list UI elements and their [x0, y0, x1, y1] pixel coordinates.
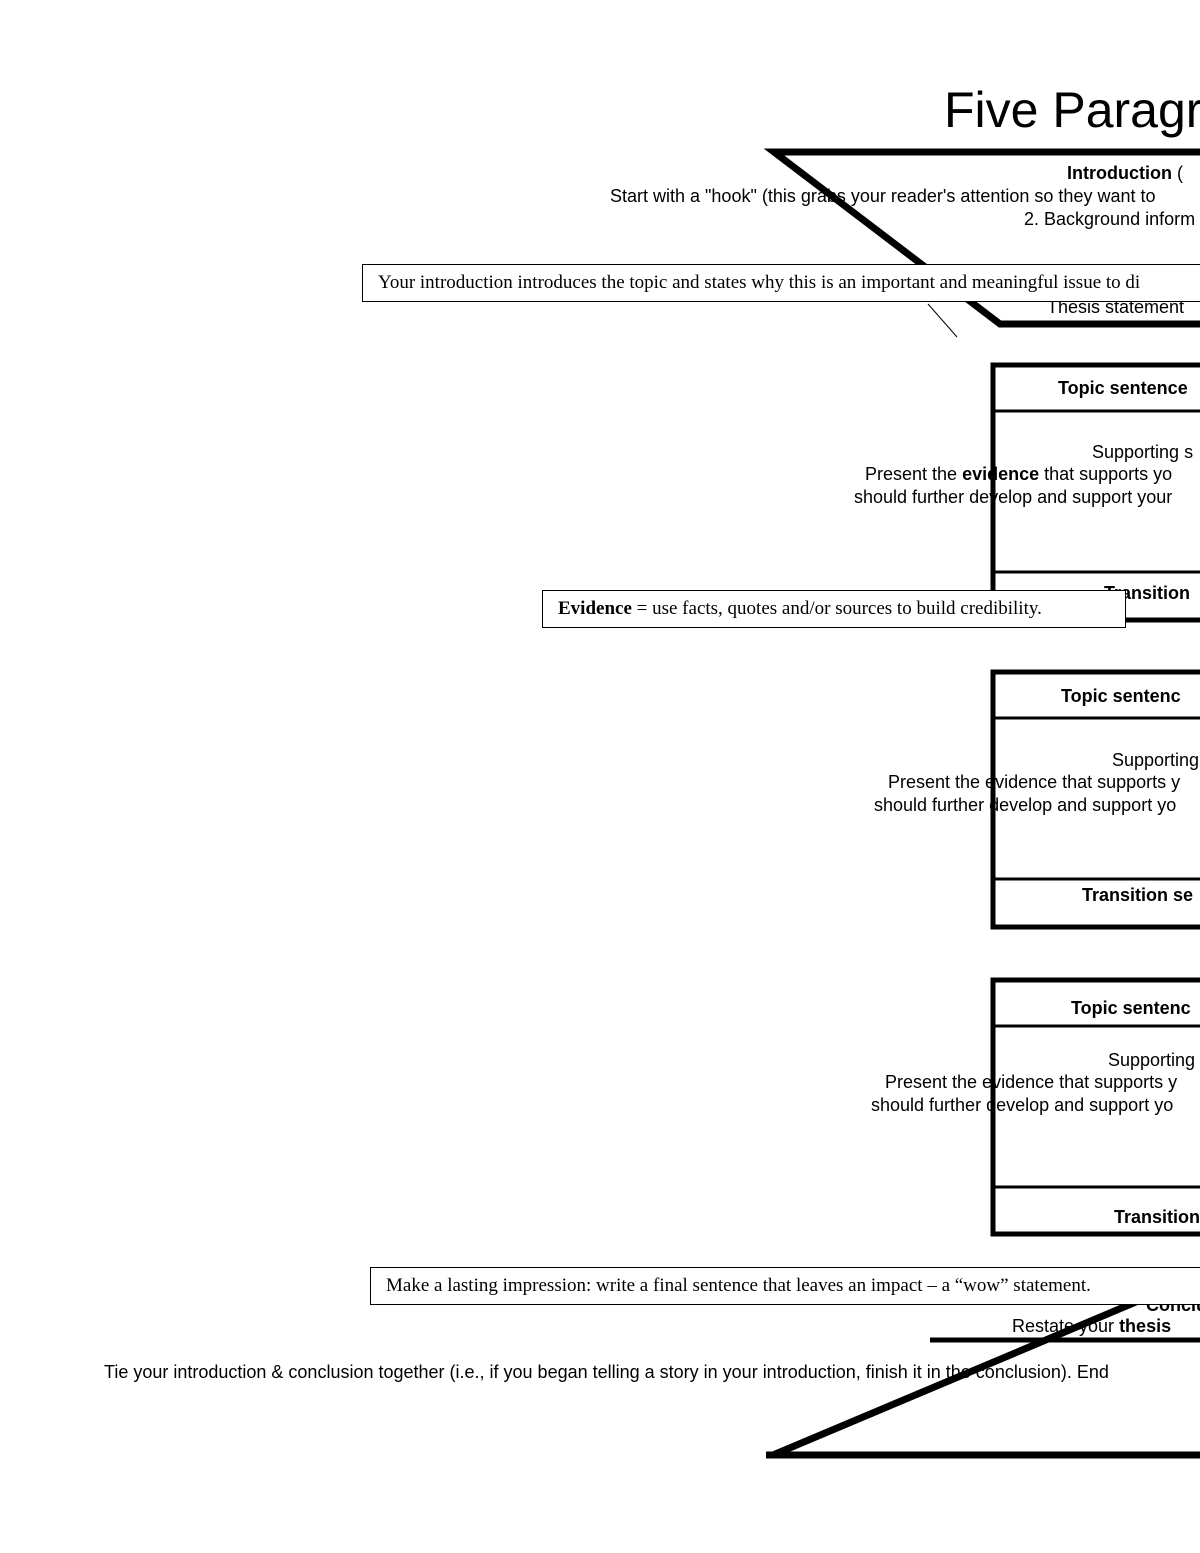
evidence-callout-definition: = use facts, quotes and/or sources to bu… — [631, 598, 1042, 619]
body-3-topic-sentence: Topic sentenc — [1071, 998, 1191, 1018]
conclusion-funnel — [766, 1271, 1200, 1459]
body-1-develop-line: should further develop and support your — [854, 487, 1173, 507]
body-2-develop-line: should further develop and support yo — [874, 795, 1177, 815]
body-2-supporting: Supporting — [1112, 750, 1200, 770]
body-3-evidence-line: Present the evidence that supports y — [885, 1072, 1178, 1092]
introduction-hook-line: Start with a "hook" (this grabs your rea… — [610, 186, 1156, 206]
body-1-evidence-suffix: that supports yo — [1039, 464, 1173, 484]
introduction-callout: Your introduction introduces the topic a… — [362, 264, 1200, 302]
body-2-topic-sentence: Topic sentenc — [1061, 686, 1181, 706]
introduction-thesis-line: Thesis statement — [1047, 297, 1185, 317]
conclusion-restate-line: Restate your thesis — [1012, 1315, 1171, 1337]
body-1-evidence-line: Present the evidence that supports yo — [865, 463, 1172, 485]
body-1-topic-sentence: Topic sentence — [1058, 378, 1188, 398]
evidence-callout: Evidence = use facts, quotes and/or sour… — [542, 590, 1126, 628]
body-3-transition: Transition — [1114, 1207, 1200, 1227]
body-1-supporting: Supporting s — [1092, 442, 1194, 462]
conclusion-tie-line: Tie your introduction & conclusion toget… — [104, 1362, 1109, 1382]
body-box-2-outline — [990, 669, 1200, 930]
conclusion-callout: Make a lasting impression: write a final… — [370, 1267, 1200, 1305]
introduction-heading: Introduction ( — [1067, 162, 1183, 184]
page-title: Five Paragr — [944, 82, 1200, 138]
body-1-evidence-word: evidence — [962, 464, 1040, 484]
body-2-transition: Transition se — [1082, 885, 1194, 905]
body-3-develop-line: should further develop and support yo — [871, 1095, 1174, 1115]
body-box-3-outline — [990, 977, 1200, 1237]
body-3-supporting: Supporting — [1108, 1050, 1196, 1070]
introduction-background-line: 2. Background inform — [1024, 209, 1196, 229]
introduction-heading-suffix: ( — [1171, 163, 1183, 183]
body-2-evidence-line: Present the evidence that supports y — [888, 772, 1181, 792]
conclusion-restate-thesis: thesis — [1119, 1316, 1172, 1336]
introduction-heading-label: Introduction — [1067, 163, 1172, 183]
body-1-evidence-prefix: Present the — [865, 464, 963, 484]
conclusion-restate-prefix: Restate your — [1012, 1316, 1120, 1336]
evidence-callout-term: Evidence — [558, 598, 632, 619]
introduction-funnel — [763, 148, 1200, 338]
